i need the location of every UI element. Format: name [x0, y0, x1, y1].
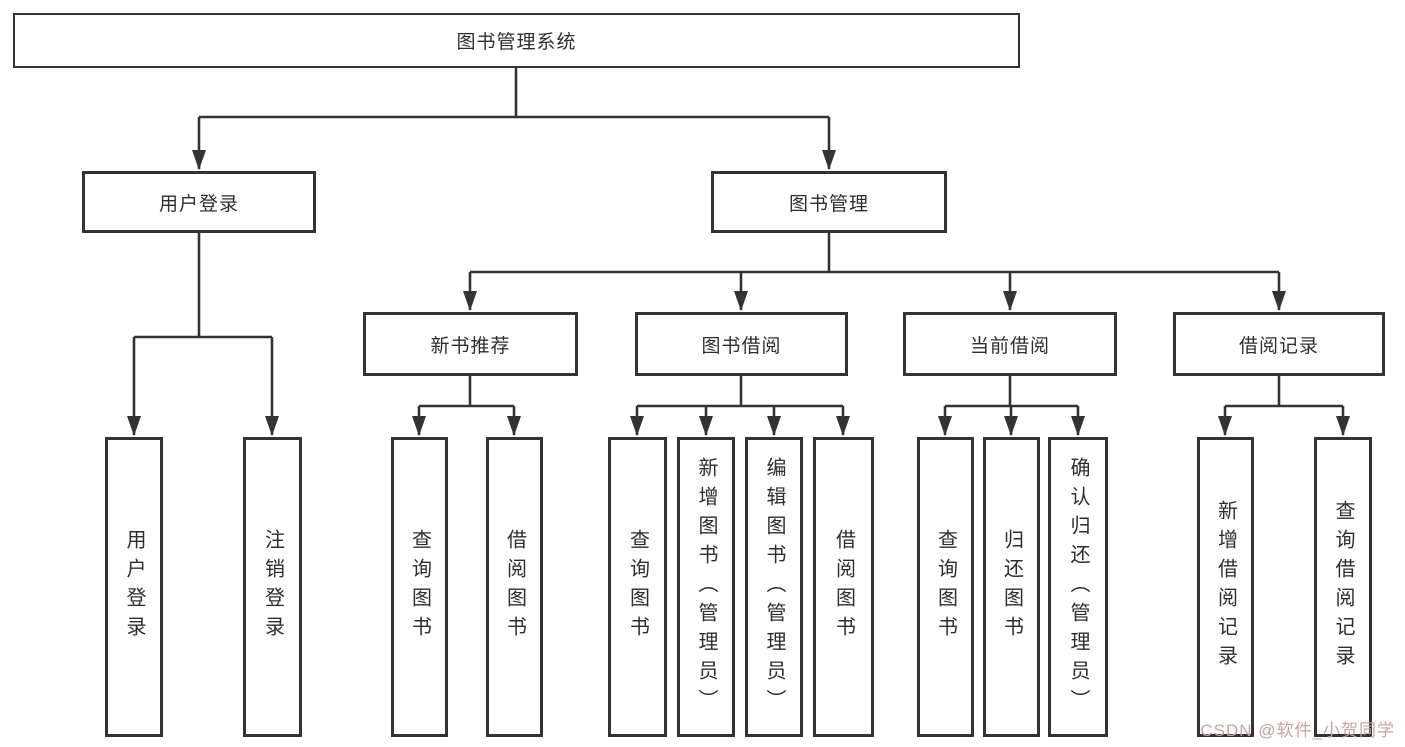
- node-new-book-recommend: 新书推荐: [363, 312, 578, 376]
- node-label: 当前借阅: [969, 335, 1050, 357]
- leaf-add-borrow-record: 新增借阅记录: [1197, 437, 1254, 737]
- node-borrow-records: 借阅记录: [1173, 312, 1385, 376]
- leaf-user-login: 用户登录: [105, 437, 163, 737]
- leaf-label: 注销登录: [261, 529, 284, 645]
- leaf-label: 新增借阅记录: [1214, 500, 1237, 674]
- leaf-label: 查询图书: [408, 529, 431, 645]
- leaf-label: 查询图书: [934, 529, 957, 645]
- node-label: 用户登录: [158, 193, 239, 215]
- leaf-label: 借阅图书: [832, 529, 855, 645]
- leaf-borrow-books-recommend: 借阅图书: [486, 437, 543, 737]
- node-library-system: 图书管理系统: [13, 13, 1020, 68]
- leaf-add-books-admin: 新增图书（管理员）: [677, 437, 735, 737]
- node-label: 图书借阅: [701, 335, 782, 357]
- node-book-borrow: 图书借阅: [635, 312, 848, 376]
- node-user-login: 用户登录: [82, 171, 316, 233]
- leaf-label: 归还图书: [1000, 529, 1023, 645]
- node-book-management: 图书管理: [711, 171, 947, 233]
- leaf-query-books-borrow: 查询图书: [608, 437, 667, 737]
- leaf-borrow-books: 借阅图书: [813, 437, 874, 737]
- leaf-label: 用户登录: [123, 529, 145, 645]
- leaf-label: 查询借阅记录: [1332, 500, 1354, 674]
- node-label: 图书管理系统: [456, 32, 577, 53]
- leaf-label: 借阅图书: [503, 529, 526, 645]
- leaf-label: 确认归还（管理员）: [1067, 456, 1089, 718]
- leaf-return-books: 归还图书: [983, 437, 1040, 737]
- leaf-query-books-current: 查询图书: [917, 437, 974, 737]
- leaf-confirm-return-admin: 确认归还（管理员）: [1048, 437, 1108, 737]
- node-label: 借阅记录: [1238, 335, 1319, 357]
- node-current-borrow: 当前借阅: [903, 312, 1117, 376]
- node-label: 新书推荐: [430, 335, 511, 357]
- node-label: 图书管理: [788, 193, 869, 215]
- leaf-label: 新增图书（管理员）: [695, 456, 717, 718]
- leaf-label: 查询图书: [626, 529, 649, 645]
- leaf-logout: 注销登录: [243, 437, 302, 737]
- leaf-edit-books-admin: 编辑图书（管理员）: [745, 437, 803, 737]
- leaf-label: 编辑图书（管理员）: [763, 456, 785, 718]
- leaf-query-books-recommend: 查询图书: [391, 437, 448, 737]
- leaf-query-borrow-record: 查询借阅记录: [1314, 437, 1372, 737]
